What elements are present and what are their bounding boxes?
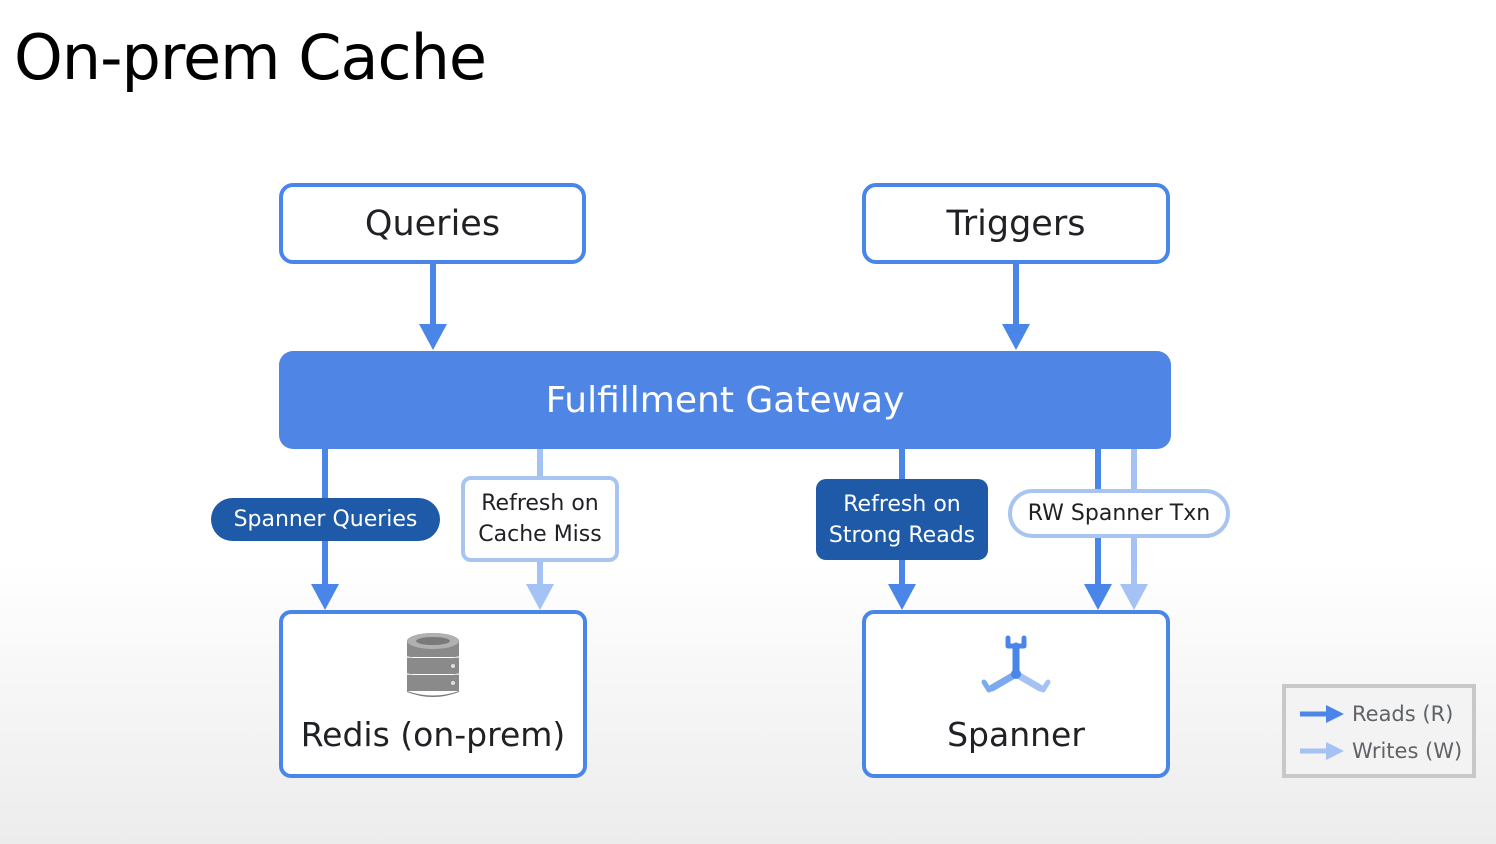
refresh-cache-miss-label: Refresh on Cache Miss [461,476,619,562]
refresh-strong-reads-label: Refresh on Strong Reads [816,479,988,560]
spanner-box: Spanner [862,610,1170,778]
rw-spanner-txn-label: RW Spanner Txn [1008,489,1230,538]
write-arrow-icon [1300,742,1344,760]
legend-reads-label: Reads (R) [1352,702,1454,726]
queries-box: Queries [279,183,586,264]
fulfillment-gateway: Fulfillment Gateway [279,351,1171,449]
read-arrow-icon [1300,705,1344,723]
legend: Reads (R) Writes (W) [1282,684,1476,778]
redis-label: Redis (on-prem) [300,715,566,754]
queries-label: Queries [364,203,501,244]
spanner-queries-label: Spanner Queries [211,498,440,541]
triggers-label: Triggers [946,203,1086,244]
spanner-icon [981,635,1051,693]
database-stack-icon [406,633,460,697]
spanner-label: Spanner [947,715,1085,754]
legend-writes-label: Writes (W) [1352,739,1463,763]
gateway-label: Fulfillment Gateway [545,379,905,421]
slide-title: On-prem Cache [14,21,487,94]
arrow-queries-to-gateway [419,262,447,350]
arrow-triggers-to-gateway [1002,262,1030,350]
triggers-box: Triggers [862,183,1170,264]
redis-box: Redis (on-prem) [279,610,587,778]
legend-writes: Writes (W) [1300,739,1462,763]
legend-reads: Reads (R) [1300,702,1453,726]
